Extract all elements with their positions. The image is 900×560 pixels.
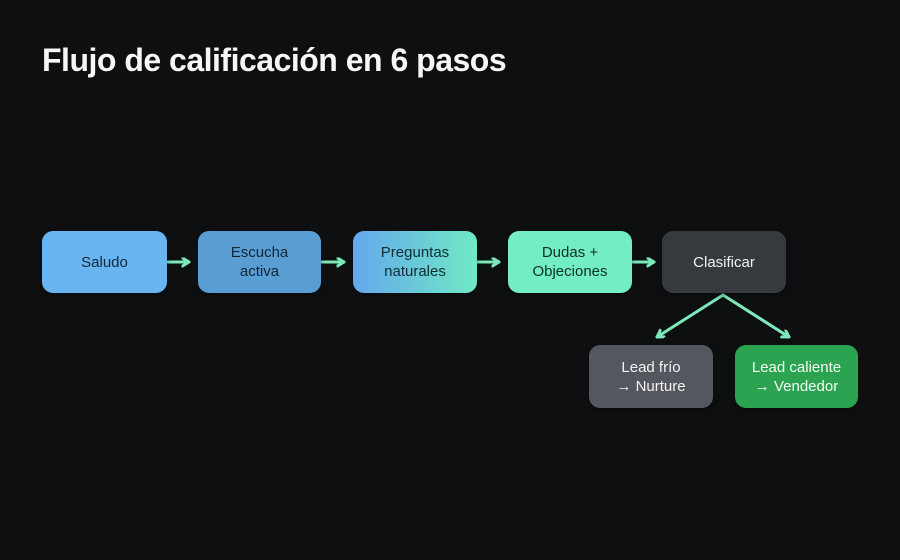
- flow-step-label: Objeciones: [532, 263, 608, 280]
- arrow-clasificar-frio: [655, 293, 725, 339]
- flow-step-label: naturales: [384, 263, 446, 280]
- flow-step-clasificar: Clasificar: [662, 231, 786, 293]
- outcome-label: → Nurture: [616, 377, 686, 395]
- flow-step-label: Preguntas: [380, 244, 450, 261]
- outcome-label: Lead frío: [621, 358, 681, 376]
- flow-step-label: Clasificar: [693, 253, 755, 271]
- flow-step-label: activa: [239, 263, 280, 280]
- flow-step-saludo: Saludo: [42, 231, 167, 293]
- flow-step-dudas-objeciones: Dudas + Objeciones: [508, 231, 632, 293]
- flow-step-label: Dudas +: [541, 244, 599, 261]
- page-title: Flujo de calificación en 6 pasos: [42, 42, 507, 78]
- outcome-label: → Vendedor: [754, 377, 839, 395]
- outcome-label: Lead caliente: [751, 358, 842, 376]
- outcome-lead-frio-nurture: Lead frío → Nurture: [589, 345, 713, 408]
- flow-step-label: Escucha: [230, 244, 289, 261]
- flow-step-escucha-activa: Escucha activa: [198, 231, 321, 293]
- arrow-clasificar-caliente: [721, 293, 791, 339]
- outcome-lead-caliente-vendedor: Lead caliente → Vendedor: [735, 345, 858, 408]
- flow-step-preguntas-naturales: Preguntas naturales: [353, 231, 477, 293]
- flow-step-label: Saludo: [81, 253, 128, 271]
